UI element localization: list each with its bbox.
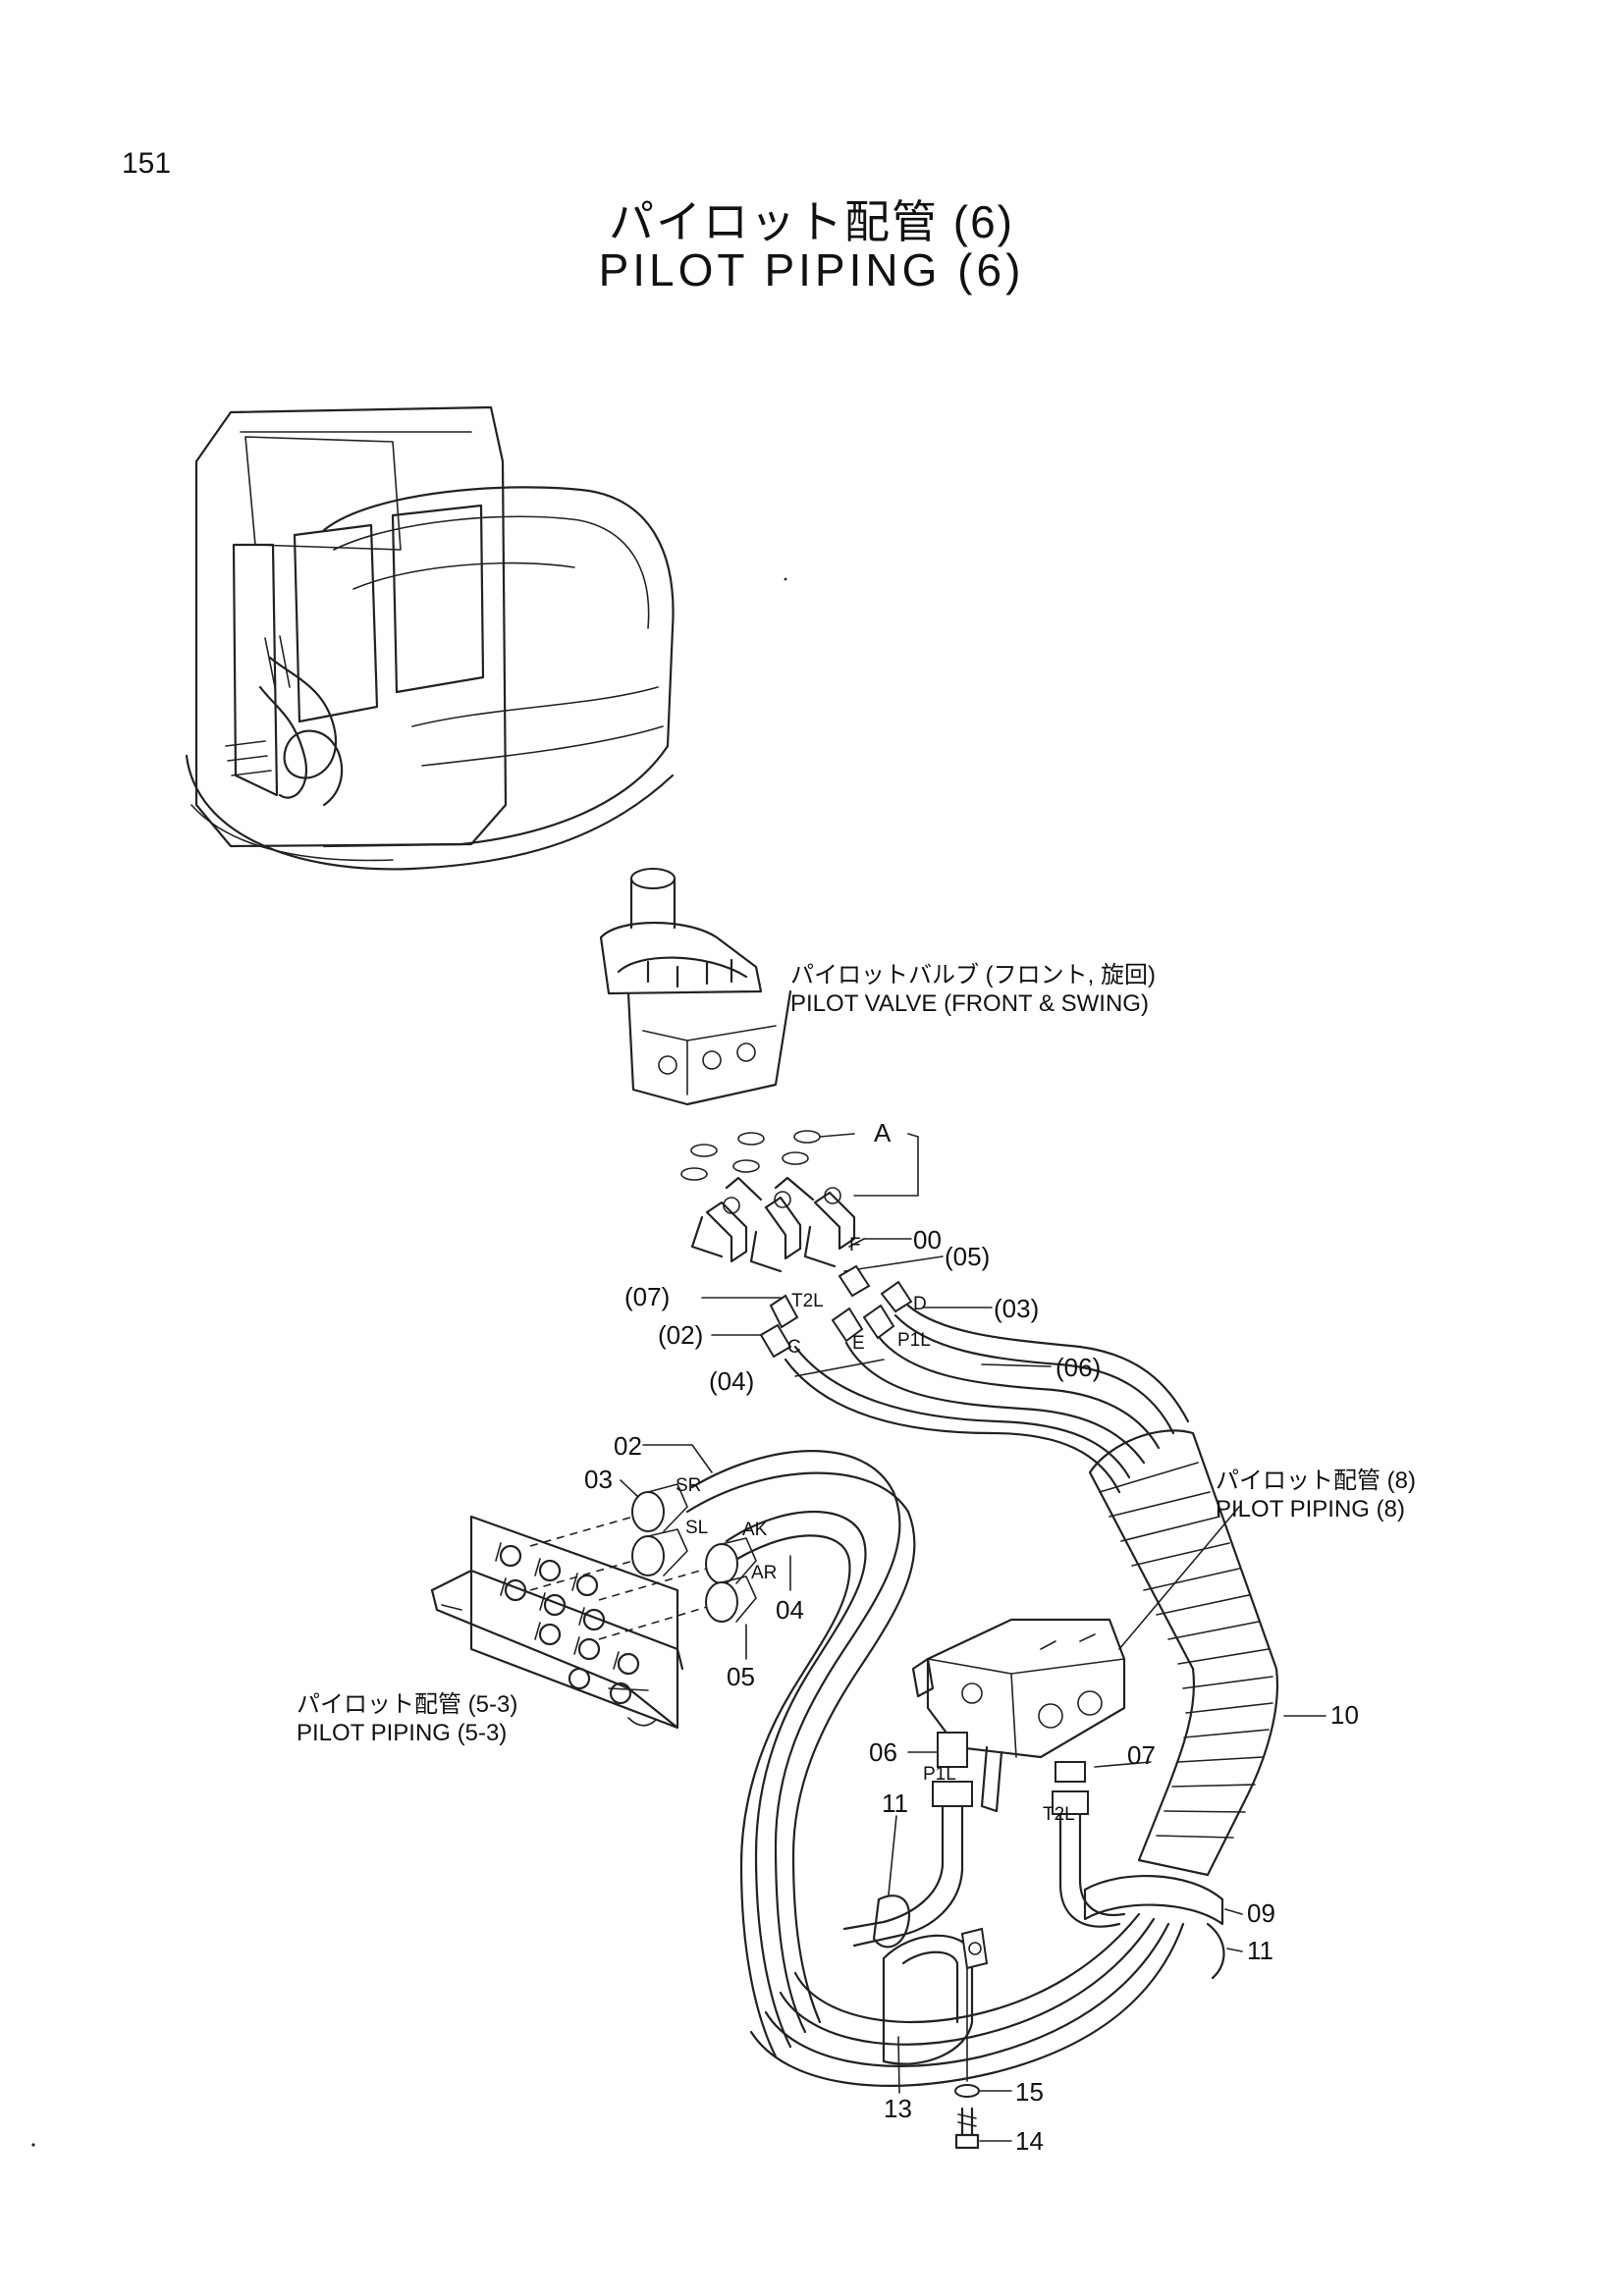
port-label-SL: SL — [685, 1518, 709, 1538]
part-tag-11-left: 11 — [882, 1789, 908, 1818]
part-tag-14: 14 — [1015, 2126, 1044, 2156]
part-tag-06-paren: (06) — [1055, 1353, 1102, 1382]
part-tag-05-paren: (05) — [945, 1242, 991, 1271]
pilot-valve-label-en: PILOT VALVE (FRONT & SWING) — [790, 989, 1149, 1017]
pilot-piping-5-3-label: パイロット配管 (5-3) PILOT PIPING (5-3) — [297, 1691, 517, 1748]
part-tag-02: 02 — [614, 1431, 642, 1461]
part-tag-03: 03 — [584, 1465, 613, 1494]
part-tag-A: A — [874, 1118, 892, 1148]
hose-bundle — [749, 1304, 1279, 2087]
part-tag-09: 09 — [1247, 1898, 1275, 1928]
pilot-piping-5-3-label-en: PILOT PIPING (5-3) — [297, 1719, 508, 1746]
part-tag-04-paren: (04) — [709, 1366, 755, 1396]
excavator-illustration — [185, 405, 675, 871]
top-leader-lines — [701, 1238, 1052, 1377]
junction-block — [911, 1618, 1126, 1813]
port-label-P1L-top: P1L — [897, 1330, 931, 1351]
pilot-valve-illustration — [599, 868, 792, 1106]
control-valve-block — [430, 1515, 684, 1730]
port-label-SR: SR — [676, 1475, 702, 1496]
pilot-piping-5-3-label-jp: パイロット配管 (5-3) — [297, 1691, 518, 1718]
page-title-japanese: パイロット配管 (6) — [609, 196, 1014, 247]
part-tag-13: 13 — [884, 2094, 912, 2123]
upper-hose-fittings — [759, 1264, 913, 1359]
part-tag-10: 10 — [1330, 1700, 1359, 1730]
lower-hoses — [842, 1732, 1126, 1949]
page-title-english: PILOT PIPING (6) — [598, 244, 1025, 295]
part-tag-00: 00 — [913, 1225, 942, 1255]
page-number: 151 — [122, 147, 172, 180]
part-tag-06: 06 — [869, 1737, 897, 1767]
pilot-valve-label: パイロットバルブ (フロント, 旋回) PILOT VALVE (FRONT &… — [790, 962, 1156, 1019]
pilot-piping-8-label: パイロット配管 (8) PILOT PIPING (8) — [1216, 1468, 1416, 1524]
port-label-F: F — [849, 1235, 861, 1255]
port-label-T2L-bottom: T2L — [1043, 1804, 1075, 1825]
part-tag-05: 05 — [727, 1662, 755, 1691]
port-label-P1L-bottom: P1L — [923, 1764, 956, 1785]
elbow-fittings — [690, 1176, 856, 1273]
lower-leader-lines — [620, 1444, 1326, 2094]
port-label-D: D — [913, 1294, 927, 1314]
part-tag-04: 04 — [776, 1595, 804, 1625]
part-tag-02-paren: (02) — [658, 1320, 704, 1350]
part-tag-07: 07 — [1127, 1740, 1156, 1770]
valve-hoses — [529, 1450, 916, 2058]
part-tag-07-paren: (07) — [624, 1282, 671, 1311]
part-tag-03-paren: (03) — [994, 1294, 1040, 1323]
port-label-E: E — [852, 1333, 865, 1354]
part-tag-15: 15 — [1015, 2077, 1044, 2107]
pilot-piping-8-label-en: PILOT PIPING (8) — [1216, 1495, 1405, 1522]
o-rings — [680, 1130, 919, 1197]
port-label-AK: AK — [742, 1520, 768, 1540]
port-label-C: C — [787, 1337, 801, 1358]
part-tag-11-right: 11 — [1247, 1936, 1273, 1965]
port-label-AR: AR — [751, 1563, 778, 1583]
pilot-valve-label-jp: パイロットバルブ (フロント, 旋回) — [790, 962, 1156, 988]
band-and-bolt — [882, 1927, 1012, 2150]
pilot-piping-8-label-jp: パイロット配管 (8) — [1216, 1468, 1416, 1494]
port-label-T2L-top: T2L — [791, 1291, 824, 1311]
